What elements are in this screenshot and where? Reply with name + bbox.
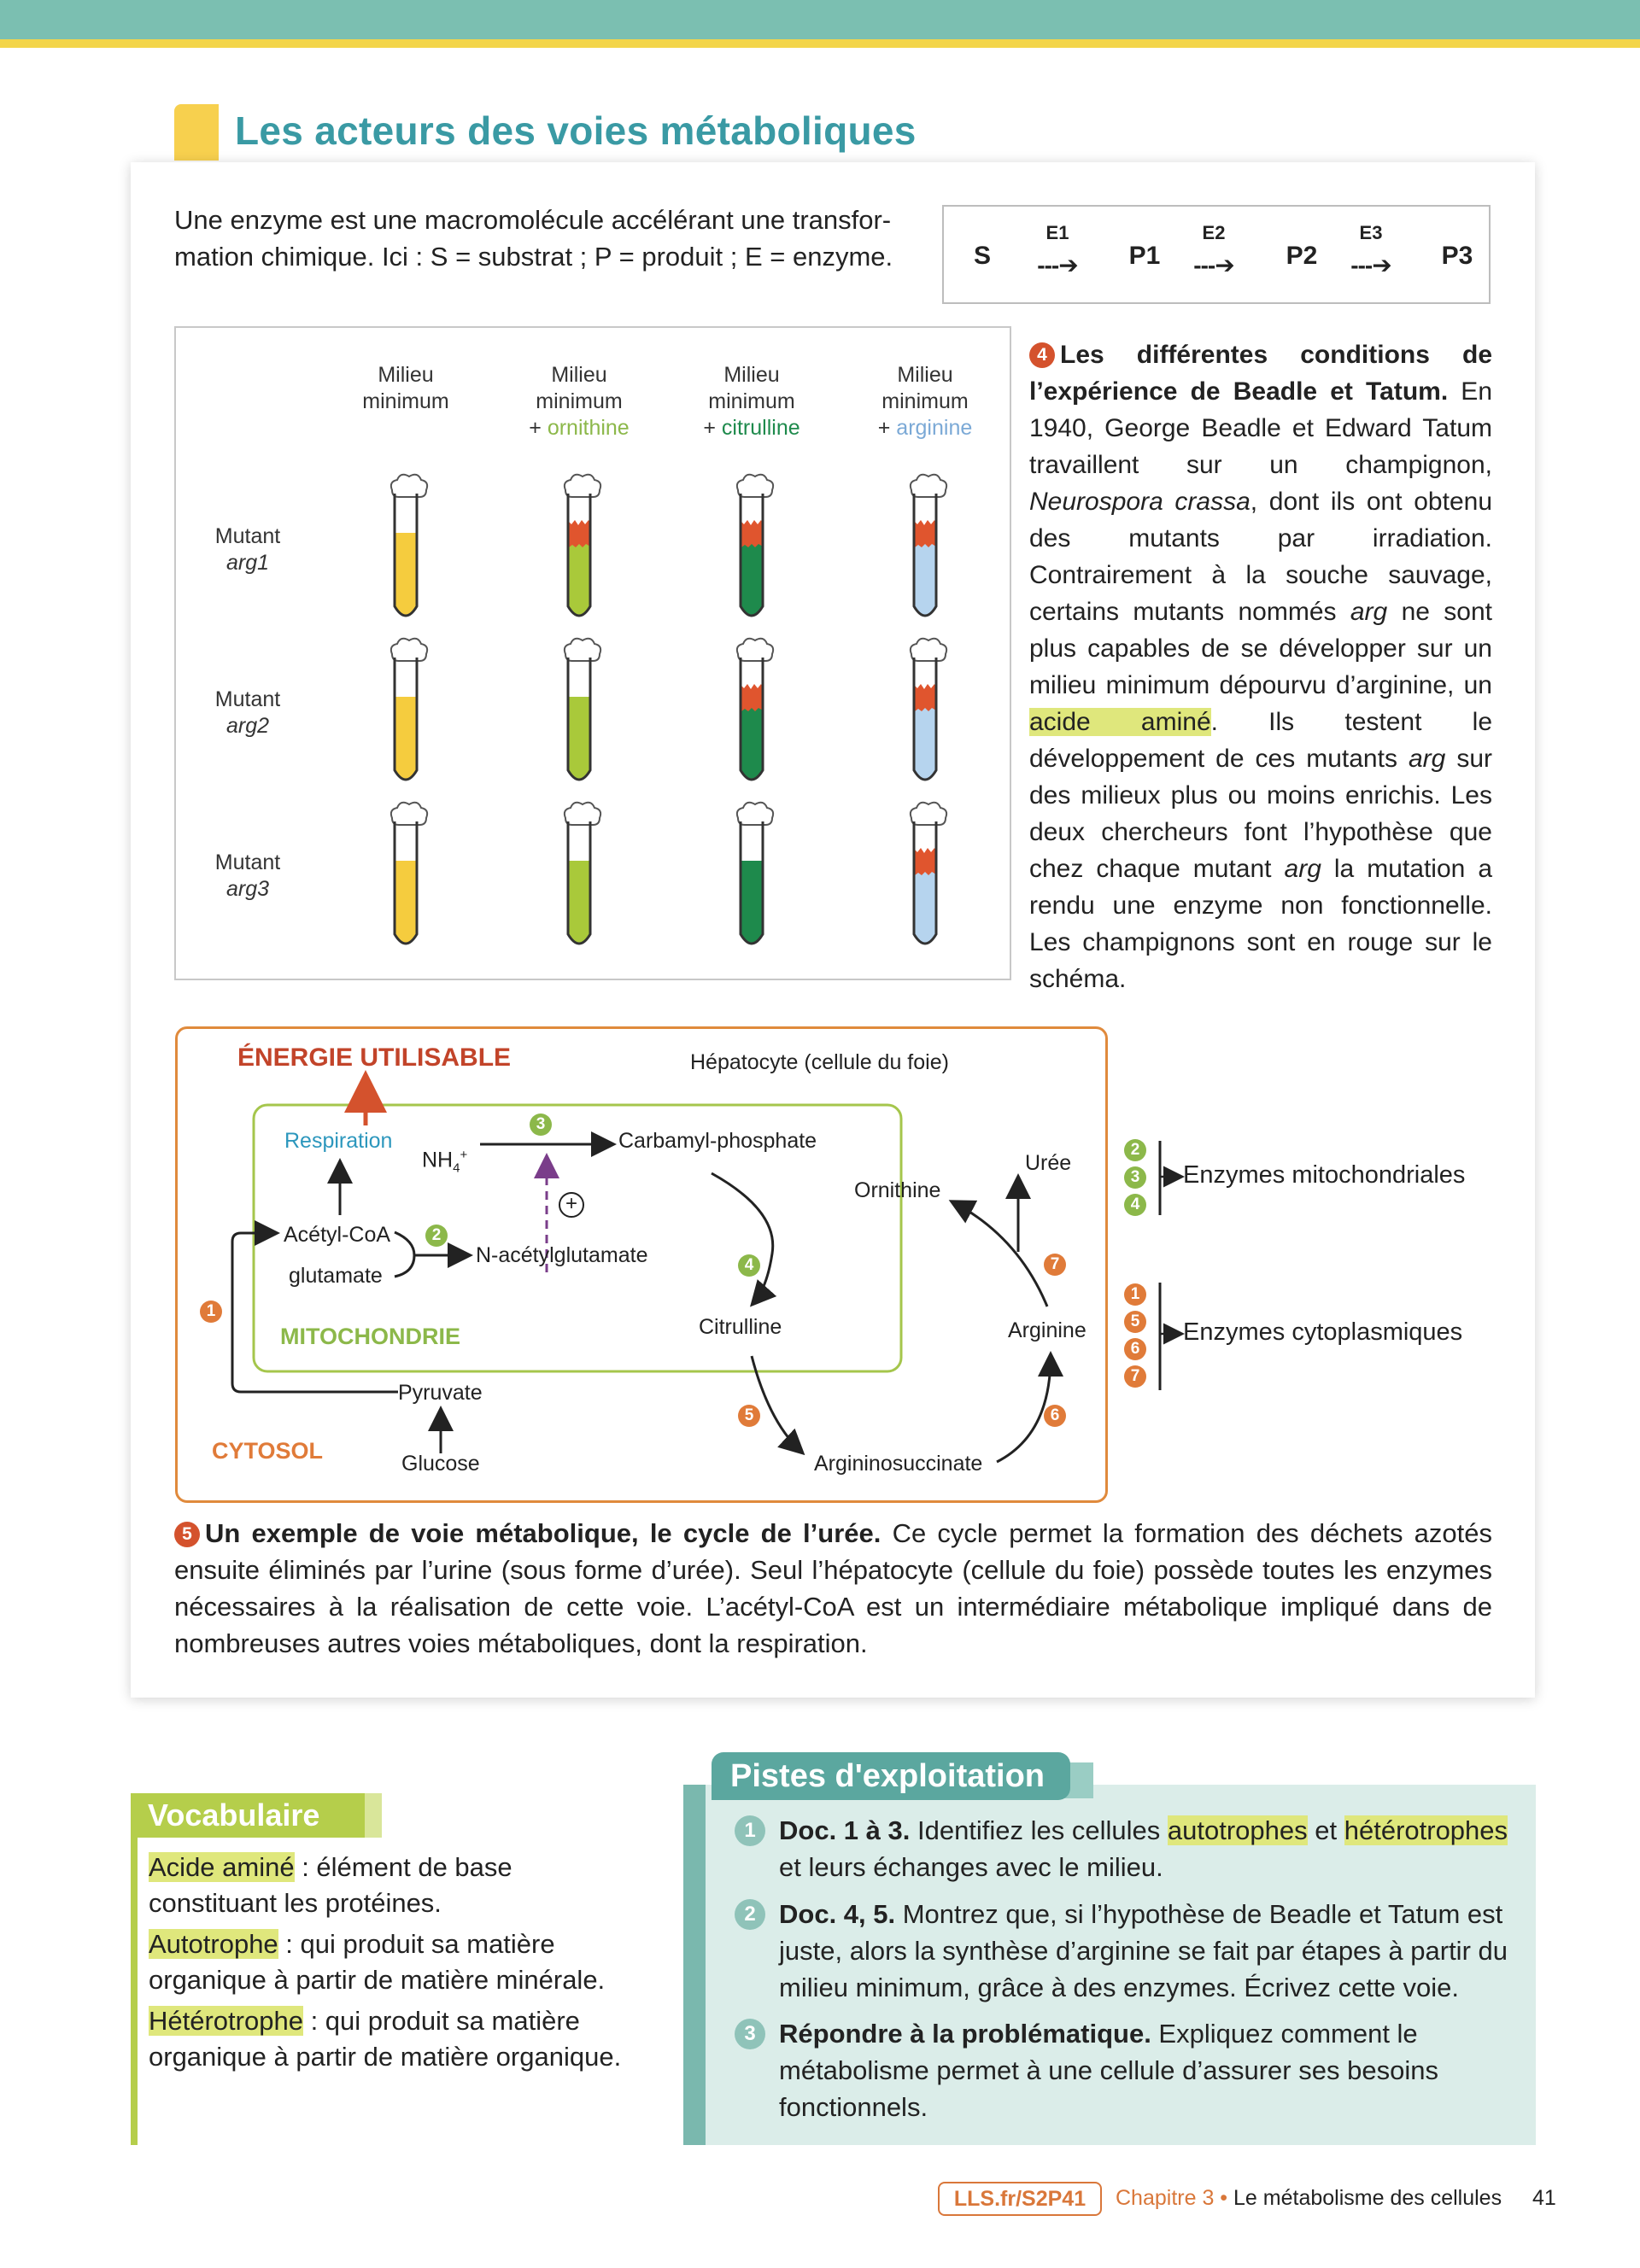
acetyl-coa-label: Acétyl-CoA: [284, 1223, 390, 1248]
step-6-badge: 6: [1044, 1405, 1066, 1427]
header-band: [0, 0, 1640, 39]
section-marker: [174, 104, 219, 161]
step-5-badge: 5: [738, 1405, 760, 1427]
nh4-label: NH4+: [422, 1148, 467, 1175]
uree-label: Urée: [1025, 1151, 1071, 1176]
glucose-label: Glucose: [401, 1452, 480, 1476]
pathway-node: P1: [1115, 207, 1174, 306]
carbamyl-label: Carbamyl-phosphate: [618, 1129, 817, 1154]
step-3-badge: 3: [530, 1114, 552, 1136]
vocab-term: Acide aminé: [149, 1852, 295, 1882]
piste-number: 1: [735, 1815, 765, 1846]
mitochondria-label: MITOCHONDRIE: [280, 1324, 460, 1350]
lls-link[interactable]: LLS.fr/S2P41: [938, 2182, 1102, 2216]
citrulline-label: Citrulline: [699, 1315, 782, 1340]
piste-number: 3: [735, 2019, 765, 2049]
pathway-node: P2: [1272, 207, 1332, 306]
mito-enzymes-label: Enzymes mitochondriales: [1183, 1161, 1465, 1190]
intro-text: Une enzyme est une macromolécule accélér…: [174, 202, 926, 275]
mito-enzyme-badge: 2: [1124, 1139, 1146, 1161]
piste-item: 2 Doc. 4, 5. Montrez que, si l’hypothèse…: [779, 1896, 1514, 2006]
vocab-tab-end: [365, 1793, 382, 1838]
cytosol-label: CYTOSOL: [212, 1438, 323, 1464]
pathway-node: P3: [1427, 207, 1487, 306]
pathway-node: S: [961, 207, 1004, 306]
vocab-term: Autotrophe: [149, 1929, 278, 1959]
step-2-badge: 2: [425, 1225, 448, 1247]
cyto-enzymes-label: Enzymes cytoplasmiques: [1183, 1318, 1462, 1347]
pistes-title: Pistes d'exploitation: [712, 1752, 1070, 1800]
energy-label: ÉNERGIE UTILISABLE: [237, 1043, 511, 1073]
piste-number: 2: [735, 1899, 765, 1930]
vocab-title: Vocabulaire: [131, 1793, 382, 1838]
piste-item: 3 Répondre à la problématique. Expliquez…: [779, 2015, 1514, 2125]
respiration-label: Respiration: [284, 1129, 392, 1154]
argininosuccinate-label: Argininosuccinate: [814, 1452, 982, 1476]
arginine-label: Arginine: [1008, 1318, 1086, 1343]
doc-number-badge: 5: [174, 1522, 200, 1547]
pathway-arrow: ---➔: [1180, 251, 1248, 279]
header-stripe: [0, 39, 1640, 48]
cyto-enzyme-badge: 5: [1124, 1311, 1146, 1333]
glutamate-label: glutamate: [289, 1264, 383, 1289]
pathway-arrow: ---➔: [1337, 251, 1405, 279]
cyto-enzyme-badge: 6: [1124, 1338, 1146, 1360]
mito-enzyme-badge: 4: [1124, 1194, 1146, 1216]
step-7-badge: 7: [1044, 1254, 1066, 1276]
vocab-item: Hétérotrophe : qui produit sa matière or…: [149, 2003, 627, 2075]
nag-label: N-acétylglutamate: [476, 1243, 647, 1268]
pyruvate-label: Pyruvate: [398, 1381, 483, 1406]
highlighted-term: acide aminé: [1029, 708, 1211, 736]
section-title: Les acteurs des voies métaboliques: [235, 108, 917, 154]
vocab-term: Hétérotrophe: [149, 2006, 303, 2036]
pathway-enzyme: E1: [1023, 222, 1092, 244]
pathway-arrow: ---➔: [1023, 251, 1092, 279]
vocab-list: Acide aminé : élément de base constituan…: [149, 1850, 627, 2080]
pathway-enzyme: E2: [1180, 222, 1248, 244]
activation-plus: +: [559, 1192, 584, 1218]
pathway-enzyme: E3: [1337, 222, 1405, 244]
hepatocyte-label: Hépatocyte (cellule du foie): [690, 1050, 949, 1075]
cyto-enzyme-badge: 1: [1124, 1283, 1146, 1306]
mito-enzyme-badge: 3: [1124, 1166, 1146, 1189]
vocab-item: Acide aminé : élément de base constituan…: [149, 1850, 627, 1921]
cyto-enzyme-badge: 7: [1124, 1365, 1146, 1388]
chapter-reference: Chapitre 3 • Le métabolisme des cellules: [1116, 2186, 1502, 2211]
vocab-bar: [131, 1793, 138, 2145]
vocab-item: Autotrophe : qui produit sa matière orga…: [149, 1926, 627, 1998]
pistes-edge: [683, 1785, 706, 2145]
doc-number-badge: 4: [1029, 342, 1055, 368]
pathway-box: S E1 ---➔ P1 E2 ---➔ P2 E3 ---➔ P3: [942, 205, 1491, 304]
step-1-badge: 1: [200, 1301, 222, 1323]
ornithine-label: Ornithine: [854, 1178, 940, 1203]
step-4-badge: 4: [738, 1254, 760, 1277]
page-number: 41: [1532, 2186, 1556, 2211]
piste-item: 1 Doc. 1 à 3. Identifiez les cellules au…: [779, 1812, 1514, 1885]
